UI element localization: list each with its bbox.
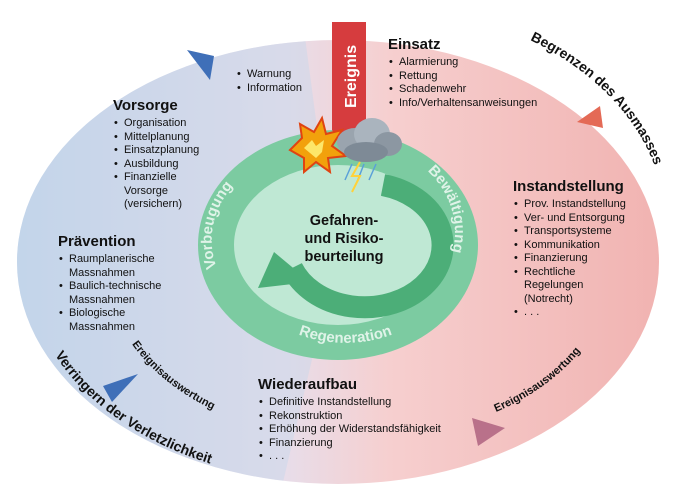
list-item: . . .	[259, 450, 441, 464]
event-arrow	[332, 22, 366, 152]
cycle-arrow-body	[282, 174, 454, 319]
list-item: Rechtliche Regelungen (Notrecht)	[514, 266, 628, 307]
list-item: Warnung	[237, 68, 302, 82]
list-item: Prov. Instandstellung	[514, 198, 663, 212]
list-item: Information	[237, 82, 302, 96]
section-title: Wiederaufbau	[258, 376, 358, 393]
section-title: Einsatz	[388, 36, 441, 53]
section-title: Vorsorge	[113, 97, 178, 114]
cycle-arrow-head	[258, 252, 310, 288]
list-item: Ver- und Entsorgung	[514, 212, 663, 226]
lightning-cloud-icon	[288, 115, 402, 193]
marker-red-right	[577, 106, 603, 128]
section-praevention: Prävention Raumplanerische Massnahmen Ba…	[58, 233, 198, 334]
list-item: Definitive Instandstellung	[259, 396, 441, 410]
event-label: Ereignis	[343, 45, 360, 108]
marker-blue-bottom	[103, 374, 138, 402]
list-item: Kommunikation	[514, 239, 663, 253]
section-wiederaufbau: Wiederaufbau Definitive Instandstellung …	[258, 376, 441, 464]
list-item: Erhöhung der Widerstandsfähigkeit	[259, 423, 441, 437]
cycle-inner	[234, 165, 442, 325]
section-title: Prävention	[58, 233, 136, 250]
section-instandstellung: Instandstellung Prov. Instandstellung Ve…	[513, 178, 663, 320]
section-title: Instandstellung	[513, 178, 624, 195]
list-item: Ausbildung	[114, 158, 233, 172]
list-item: Rettung	[389, 70, 537, 84]
list-item: Mittelplanung	[114, 131, 233, 145]
list-item: Raumplanerische Massnahmen	[59, 253, 189, 280]
section-einsatz: Einsatz Alarmierung Rettung Schadenwehr …	[388, 36, 537, 110]
list-item: Finanzielle Vorsorge (versichern)	[114, 171, 202, 212]
list-item: Baulich-technische Massnahmen	[59, 280, 179, 307]
list-item: Info/Verhaltensanweisungen	[389, 97, 537, 111]
list-item: . . .	[514, 306, 663, 320]
list-item: Finanzierung	[259, 437, 441, 451]
list-item: Schadenwehr	[389, 83, 537, 97]
warning-info-list: Warnung Information	[236, 68, 302, 95]
marker-mauve-bottom	[472, 418, 505, 446]
section-vorsorge: Vorsorge Organisation Mittelplanung Eins…	[113, 97, 233, 212]
list-item: Biologische Massnahmen	[59, 307, 159, 334]
list-item: Alarmierung	[389, 56, 537, 70]
list-item: Finanzierung	[514, 252, 663, 266]
marker-blue-top	[187, 50, 214, 80]
list-item: Organisation	[114, 117, 233, 131]
list-item: Transportsysteme	[514, 225, 663, 239]
list-item: Einsatzplanung	[114, 144, 233, 158]
list-item: Rekonstruktion	[259, 410, 441, 424]
center-label: Gefahren- und Risiko- beurteilung	[304, 213, 384, 265]
